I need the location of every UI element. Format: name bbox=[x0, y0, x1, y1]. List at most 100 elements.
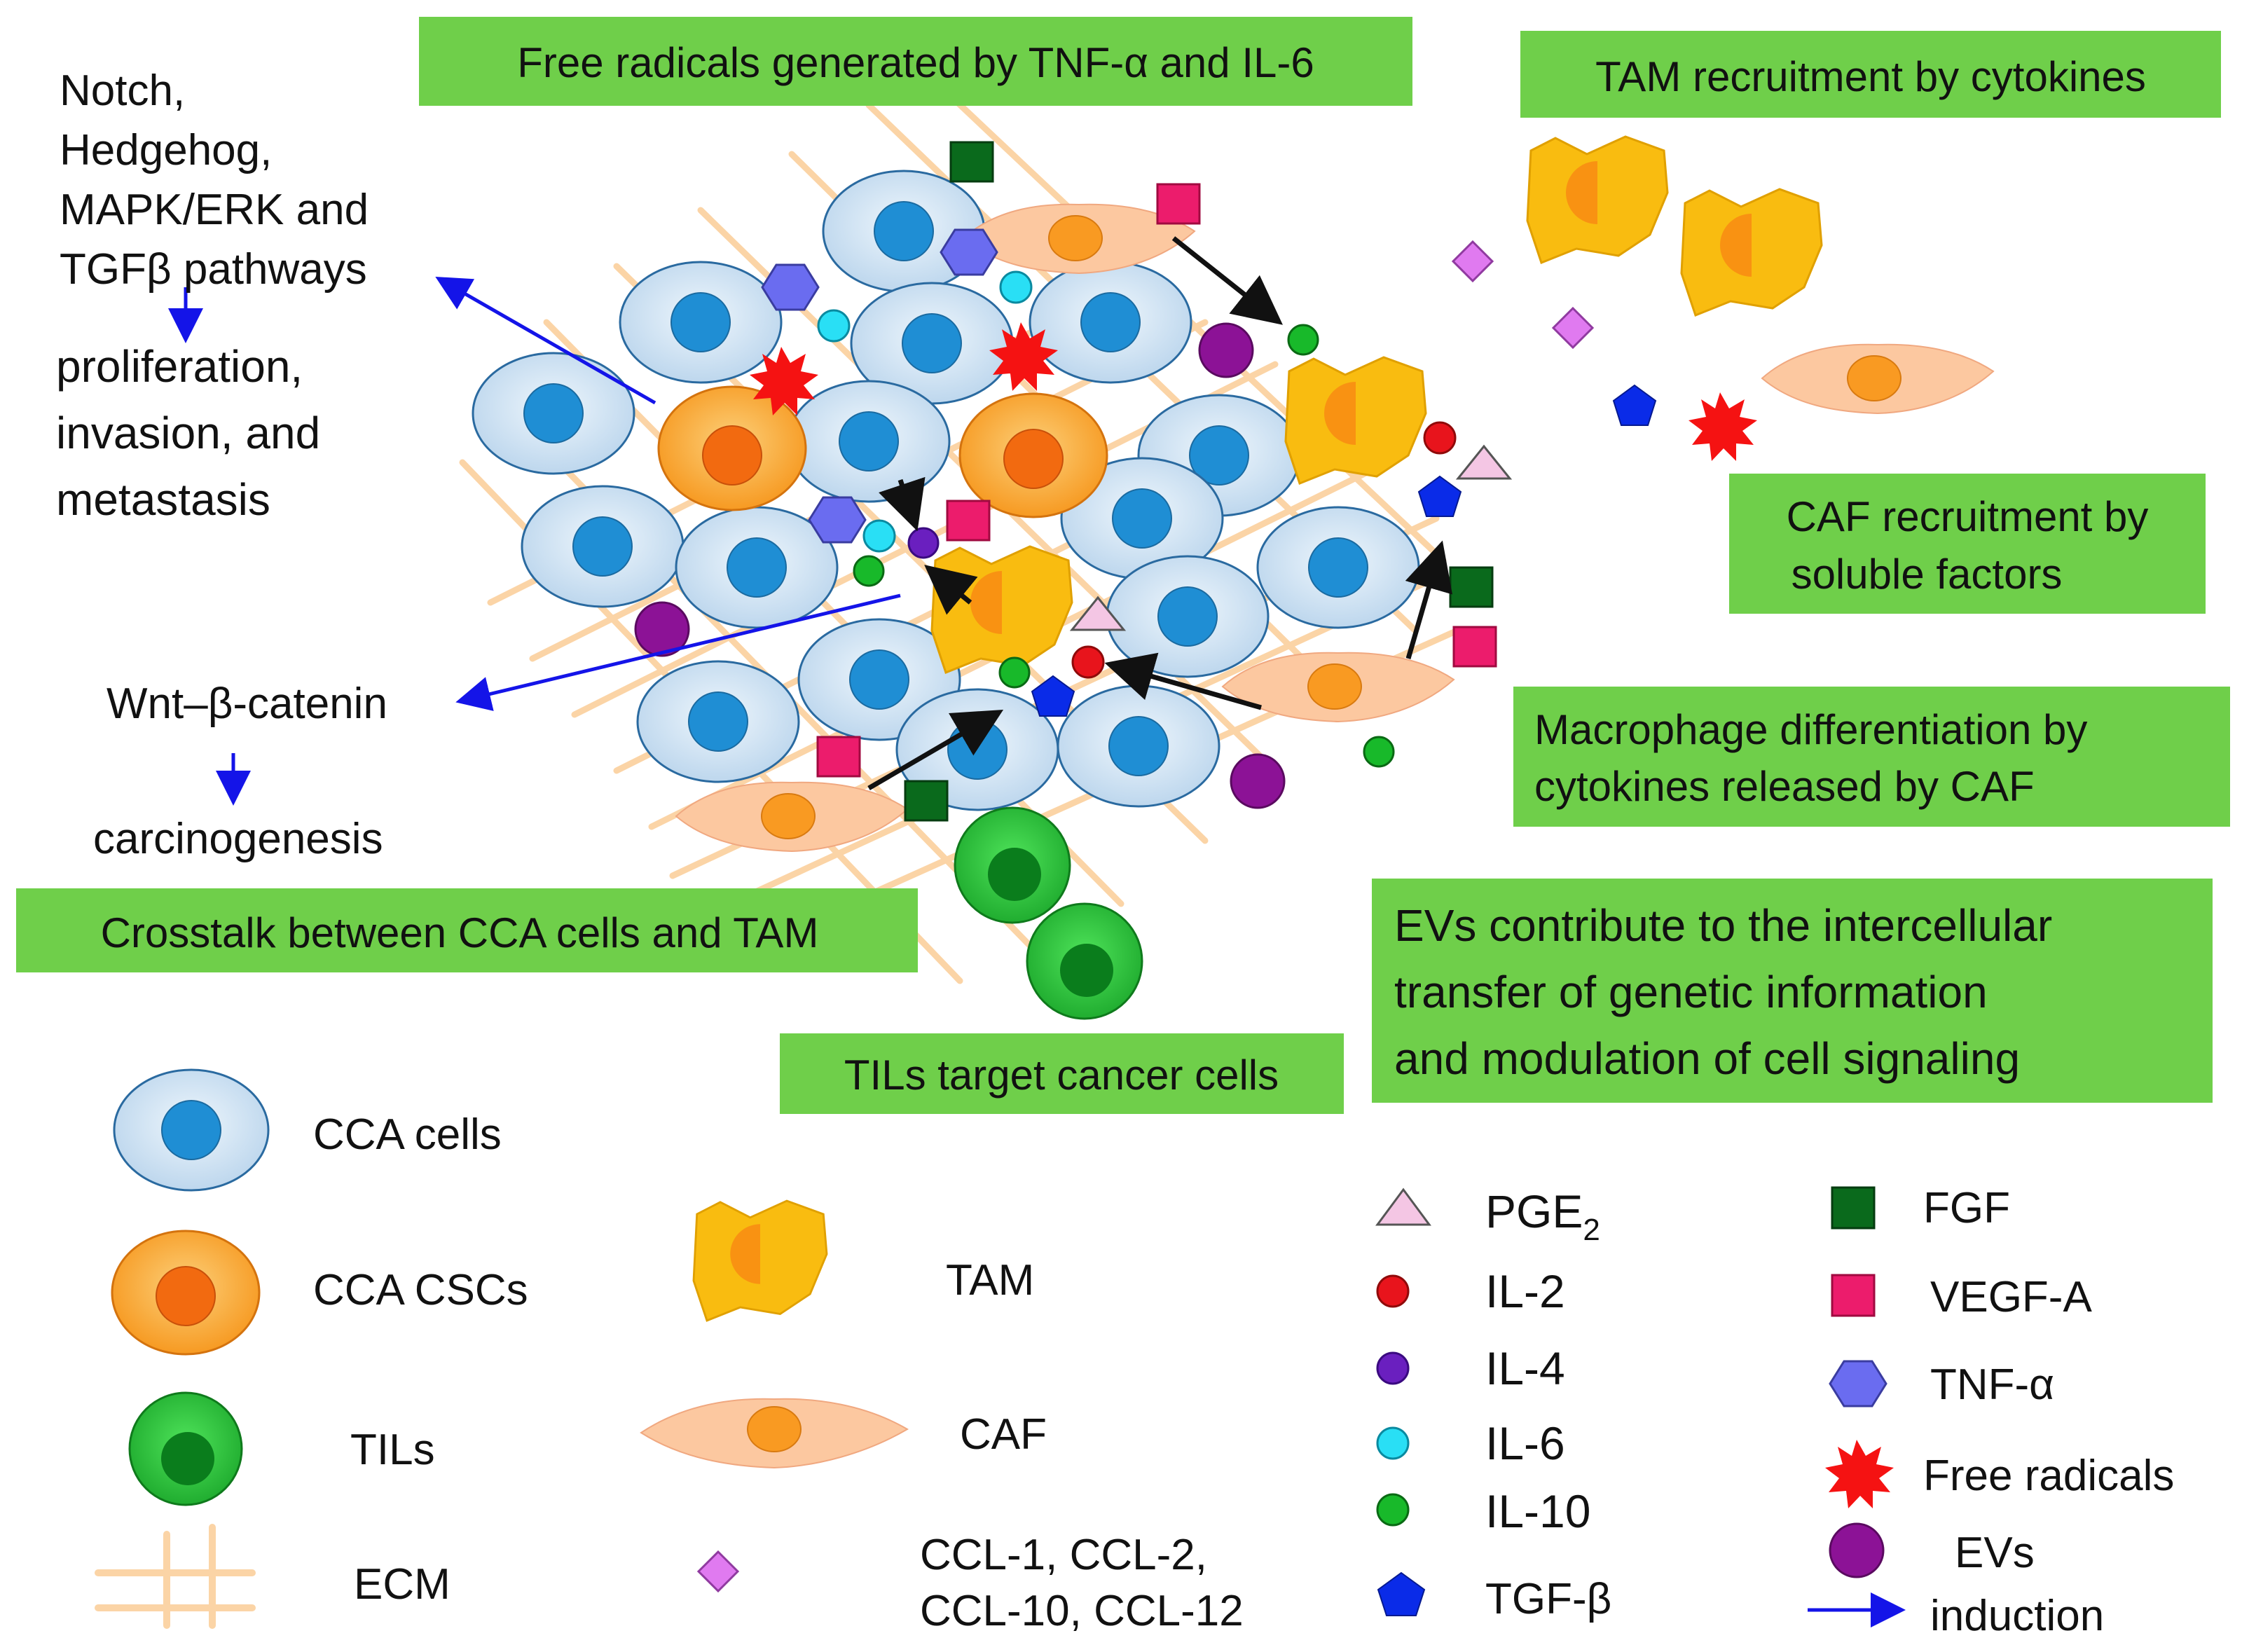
tnfa-icon bbox=[761, 263, 820, 311]
interaction-arrows bbox=[867, 236, 1452, 791]
vegfa-icon bbox=[1452, 626, 1497, 668]
tam-legend-icon bbox=[692, 1199, 828, 1322]
tams bbox=[692, 135, 1823, 1322]
banner-tam-recruitment: TAM recruitment by cytokines bbox=[1520, 31, 2221, 118]
free-radical-icon bbox=[989, 322, 1058, 391]
il4-legend-icon bbox=[1376, 1351, 1410, 1385]
legend-ecm-label: ECM bbox=[354, 1560, 451, 1609]
tgfb-legend-icon bbox=[1377, 1571, 1426, 1616]
fgf-icon bbox=[904, 780, 949, 822]
tam-cell bbox=[930, 545, 1073, 674]
outcomes-line1: proliferation, bbox=[56, 341, 303, 392]
legend-il6-label: IL-6 bbox=[1485, 1417, 1565, 1469]
ev-icon bbox=[1198, 322, 1254, 378]
legend-il4: IL-4 bbox=[1376, 1342, 1565, 1394]
cca-cell bbox=[1106, 555, 1270, 678]
ev-legend-icon bbox=[1829, 1522, 1885, 1578]
free-radical-icon bbox=[1689, 392, 1757, 461]
il6-legend-icon bbox=[1376, 1426, 1410, 1460]
tam-cell bbox=[1284, 356, 1427, 485]
caf-legend-icon bbox=[640, 1398, 909, 1469]
tgfb-icon bbox=[1612, 384, 1657, 426]
outcomes-line3: metastasis bbox=[56, 474, 270, 525]
legend-vegfa: VEGF-A bbox=[1831, 1273, 2092, 1321]
ccl-icon bbox=[1451, 240, 1494, 283]
banner-macrophage-diff-line2: cytokines released by CAF bbox=[1534, 763, 2035, 810]
carcinogenesis-text: carcinogenesis bbox=[93, 815, 383, 863]
legend-pge2: PGE2 bbox=[1375, 1185, 1600, 1247]
cca-cell bbox=[787, 380, 951, 503]
tnfa-icon bbox=[808, 496, 867, 544]
caf-cell bbox=[1221, 652, 1455, 723]
legend-vegfa-label: VEGF-A bbox=[1930, 1273, 2092, 1321]
legend-pge2-main: PGE bbox=[1485, 1185, 1583, 1237]
cca-cell bbox=[1057, 684, 1220, 808]
legend-caf-label: CAF bbox=[960, 1410, 1047, 1459]
banner-evs-line3: and modulation of cell signaling bbox=[1394, 1033, 2020, 1084]
banner-tils-text: TILs target cancer cells bbox=[844, 1052, 1279, 1099]
vegfa-icon bbox=[1156, 183, 1201, 225]
arrow bbox=[1405, 540, 1452, 659]
il2-icon bbox=[1423, 421, 1457, 455]
vegfa-icon bbox=[946, 500, 991, 542]
wnt-text: Wnt–β-catenin bbox=[106, 680, 387, 728]
banner-crosstalk-text: Crosstalk between CCA cells and TAM bbox=[101, 909, 819, 956]
tgfb-icon bbox=[1417, 475, 1462, 517]
il10-icon bbox=[1363, 736, 1395, 768]
pathways-line2: Hedgehog, bbox=[60, 126, 272, 174]
cca-cell bbox=[675, 506, 839, 629]
cca-cells bbox=[472, 170, 1420, 811]
banner-free-radicals-text: Free radicals generated by TNF-α and IL-… bbox=[517, 39, 1314, 86]
legend-fgf: FGF bbox=[1831, 1184, 2010, 1232]
ev-icon bbox=[1230, 753, 1286, 809]
legend-evs: EVs bbox=[1829, 1522, 2035, 1578]
tnfa-legend-icon bbox=[1829, 1360, 1887, 1407]
legend-il10-label: IL-10 bbox=[1485, 1485, 1590, 1537]
pathways-line1: Notch, bbox=[60, 67, 185, 115]
pathways-line4: TGFβ pathways bbox=[60, 245, 367, 294]
pge2-legend-icon bbox=[1375, 1188, 1431, 1226]
banner-evs: EVs contribute to the intercellular tran… bbox=[1372, 879, 2213, 1103]
cca-cell bbox=[619, 261, 783, 384]
vegfa-icon bbox=[816, 736, 861, 778]
il6-icon bbox=[817, 309, 851, 343]
cca-csc bbox=[657, 385, 807, 511]
cca-cell bbox=[636, 660, 800, 783]
cca-cell bbox=[1029, 261, 1192, 384]
legend-il10: IL-10 bbox=[1376, 1485, 1590, 1537]
arrow bbox=[924, 565, 978, 615]
tils bbox=[954, 806, 1143, 1020]
outcomes-line2: invasion, and bbox=[56, 408, 320, 458]
il2-icon bbox=[1071, 645, 1105, 679]
cca-cell bbox=[1256, 506, 1420, 629]
legend: CCA cells CCA CSCs TILs ECM TAM CAF CCL-… bbox=[95, 1068, 2174, 1640]
free-radical-legend-icon bbox=[1825, 1440, 1894, 1508]
cca-cscs bbox=[657, 385, 1108, 518]
pathways-line3: MAPK/ERK and bbox=[60, 186, 369, 234]
fgf-legend-icon bbox=[1831, 1186, 1876, 1230]
cca-cell bbox=[472, 352, 635, 475]
legend-tils-label: TILs bbox=[350, 1426, 435, 1474]
banner-tam-recruitment-text: TAM recruitment by cytokines bbox=[1595, 53, 2146, 100]
induction-arrow bbox=[455, 593, 901, 711]
legend-ccl-line1: CCL-1, CCL-2, bbox=[920, 1531, 1207, 1579]
legend-tgfb-label: TGF-β bbox=[1485, 1575, 1611, 1623]
ccl-legend-icon bbox=[696, 1550, 740, 1593]
il10-icon bbox=[1287, 324, 1319, 356]
legend-il2: IL-2 bbox=[1376, 1265, 1565, 1317]
il6-icon bbox=[999, 270, 1033, 304]
banner-macrophage-diff-line1: Macrophage differentiation by bbox=[1534, 706, 2087, 753]
legend-ecm: ECM bbox=[95, 1524, 451, 1629]
induction-arrows bbox=[168, 277, 1906, 1627]
pge2-icon bbox=[1455, 444, 1513, 480]
cca-cell bbox=[1060, 457, 1224, 580]
legend-induction-label: induction bbox=[1930, 1592, 2104, 1640]
arrow bbox=[879, 476, 926, 532]
il6-icon bbox=[862, 519, 896, 553]
legend-cca-cells: CCA cells bbox=[113, 1068, 502, 1192]
legend-tils: TILs bbox=[128, 1391, 435, 1506]
ev-icon bbox=[634, 601, 690, 657]
tgfb-icon bbox=[1031, 675, 1075, 717]
legend-tam-label: TAM bbox=[946, 1256, 1034, 1305]
tnfa-icon bbox=[940, 228, 998, 276]
